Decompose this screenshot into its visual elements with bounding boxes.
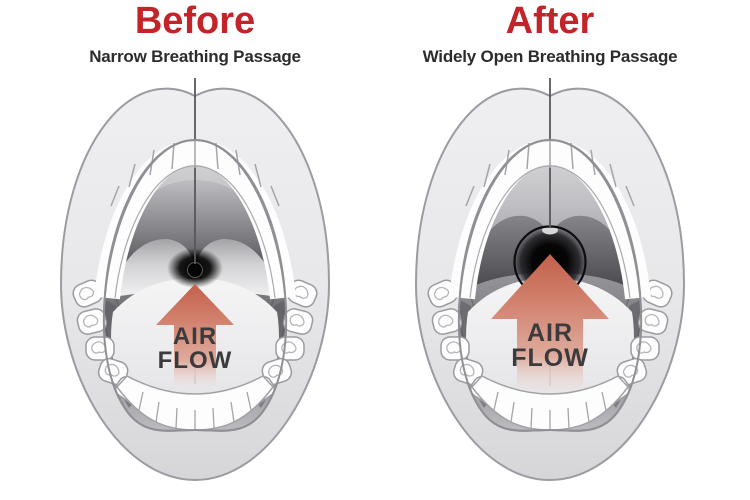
narrow-passage-hole	[188, 263, 202, 277]
lower-teeth	[471, 375, 629, 431]
mouth-diagram-after-icon: AIR FLOW	[414, 78, 686, 482]
before-subtitle: Narrow Breathing Passage	[89, 47, 301, 66]
after-title: After	[505, 0, 595, 42]
airflow-label-line1: AIR	[173, 323, 217, 350]
airflow-arrow	[491, 254, 609, 390]
upper-teeth	[449, 138, 651, 300]
upper-teeth	[94, 138, 296, 300]
airflow-label-line2: FLOW	[158, 347, 233, 374]
airflow-label-line1: AIR	[527, 319, 573, 347]
lower-teeth	[116, 375, 274, 431]
airflow-label-line2: FLOW	[511, 344, 589, 372]
airflow-arrow	[156, 284, 234, 386]
mouth-diagram-before-icon: AIR FLOW	[59, 78, 331, 482]
before-title: Before	[134, 0, 256, 42]
inner-lip-outline	[102, 138, 288, 432]
inner-lip-outline	[457, 138, 643, 432]
after-subtitle: Widely Open Breathing Passage	[422, 47, 678, 66]
